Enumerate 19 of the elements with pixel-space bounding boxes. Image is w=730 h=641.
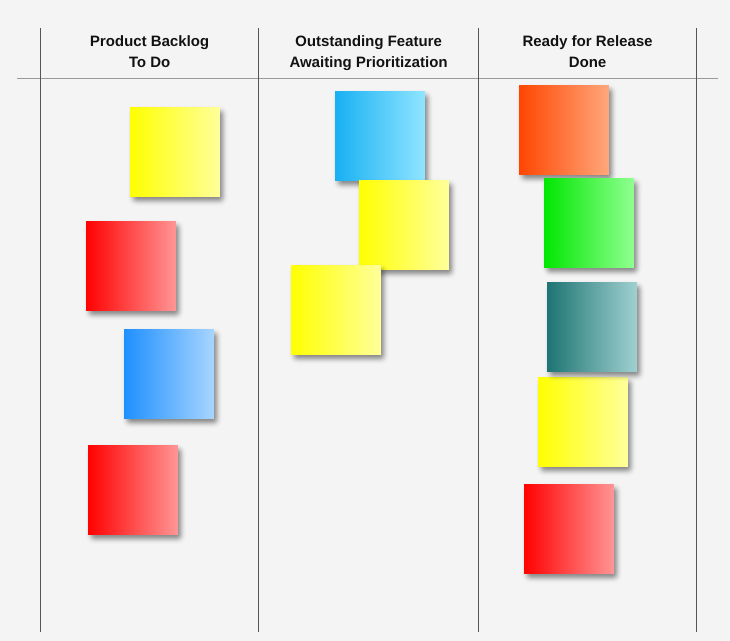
sticky-note [86,221,176,311]
sticky-note [524,484,614,574]
sticky-note [291,265,381,355]
column-status: Awaiting Prioritization [289,54,448,71]
column-status: To Do [128,54,170,71]
sticky-note [359,180,449,270]
sticky-note [519,85,609,175]
sticky-note [547,282,637,372]
sticky-note [538,377,628,467]
sticky-note [335,91,425,181]
column-title: Product Backlog [90,33,210,50]
column-status: Done [568,54,606,71]
sticky-note [88,445,178,535]
sticky-note [544,178,634,268]
sticky-note [130,107,220,197]
column-title: Outstanding Feature [295,33,442,50]
board-column [478,28,697,632]
column-title: Ready for Release [522,33,653,50]
sticky-note [124,329,214,419]
